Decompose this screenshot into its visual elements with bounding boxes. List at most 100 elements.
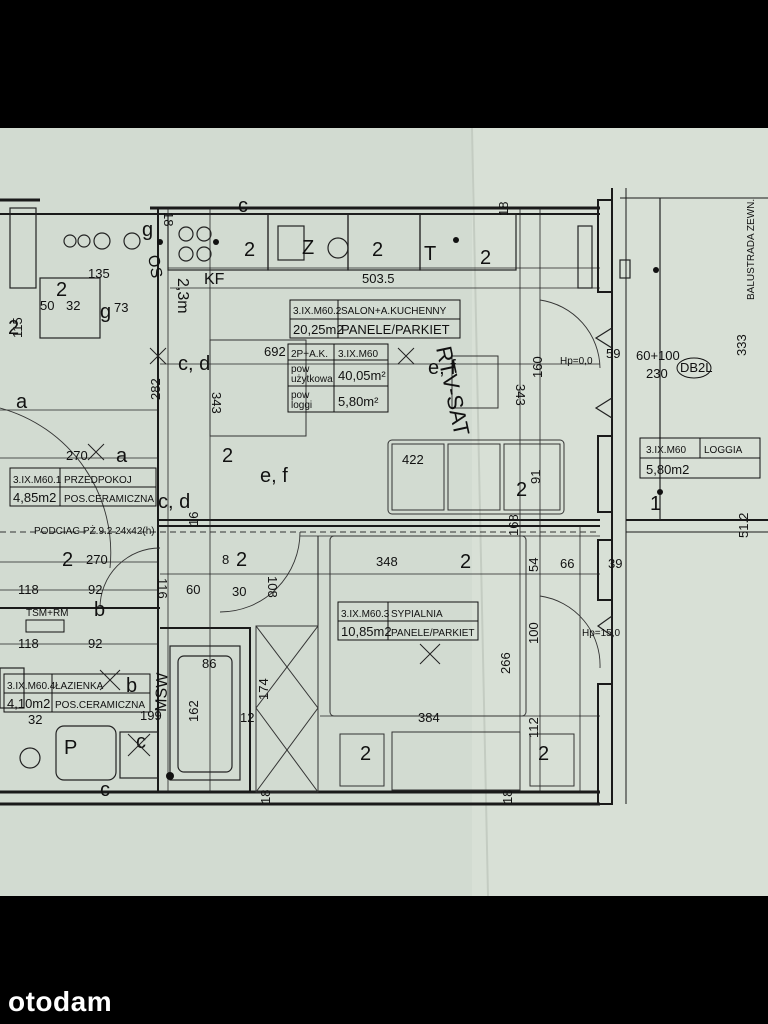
summary-pow-1: pow (291, 364, 310, 375)
dim-115: 115 (10, 317, 25, 338)
summary-code: 3.IX.M60 (338, 349, 378, 360)
summary-pow-value-1: 40,05m² (338, 368, 386, 383)
label-boxes (3, 299, 761, 713)
letter-b-mid: b (94, 599, 105, 621)
dim-86: 86 (202, 656, 216, 671)
lazienka-code: 3.IX.M60.4 (7, 681, 56, 692)
dim-174: 174 (256, 678, 271, 700)
dim-66: 66 (560, 556, 574, 571)
dim-39: 39 (608, 556, 622, 571)
dim-60: 60 (186, 582, 200, 597)
dim-422: 422 (402, 452, 424, 467)
num-2-k: 2 (360, 743, 371, 765)
dim-50: 50 (40, 298, 54, 313)
dimension-lines (0, 208, 600, 792)
dim-199: 199 (140, 708, 162, 723)
dim-266: 266 (498, 652, 513, 674)
dim-112: 112 (526, 717, 541, 738)
letter-c-bottom: c (100, 779, 110, 801)
dim-160: 160 (530, 356, 545, 378)
przedpokoj-area: 4,85m2 (13, 490, 56, 505)
przedpokoj-code: 3.IX.M60.1 (13, 475, 62, 486)
outlet-dots (157, 237, 663, 780)
sypialnia-floor: PANELE/PARKIET (391, 628, 475, 639)
dim-168: 168 (506, 514, 521, 536)
summary-type: 2P+A.K. (291, 349, 328, 360)
salon-name: SALON+A.KUCHENNY (341, 306, 447, 317)
hp0-label: Hp=0,0 (560, 356, 593, 367)
loggia-name: LOGGIA (704, 445, 743, 456)
dim-384: 384 (418, 710, 440, 725)
dim-333: 333 (734, 334, 749, 356)
dim-18-b: 18 (500, 790, 515, 804)
przedpokoj-name: PRZEDPOKOJ (64, 475, 132, 486)
letter-P: P (64, 737, 77, 759)
dim-118-b: 118 (18, 636, 39, 651)
balustrada-label: BALUSTRADA ZEWN. (746, 199, 757, 300)
num-2-h: 2 (62, 549, 73, 571)
windows (594, 198, 661, 638)
summary-pow-1b: użytkowa (291, 374, 333, 385)
dim-503: 503.5 (362, 271, 395, 286)
letter-1: 1 (650, 493, 661, 515)
letter-b-bath: b (126, 675, 137, 697)
salon-area: 20,25m2 (293, 322, 344, 337)
lazienka-floor: POS.CERAMICZNA (55, 700, 145, 711)
num-2-b: 2 (372, 239, 383, 261)
dim-343-left: 343 (209, 392, 224, 414)
lazienka-name: ŁAZIENKA (55, 681, 104, 692)
lazienka-area: 4,10m2 (7, 696, 50, 711)
dim-282: 282 (148, 378, 163, 400)
sypialnia-name: SYPIALNIA (391, 609, 443, 620)
dim-270-mid: 270 (86, 552, 108, 567)
dim-118-a: 118 (18, 582, 39, 597)
dim-270-top: 270 (66, 448, 88, 463)
dim-230: 230 (646, 366, 668, 381)
dim-73: 73 (114, 300, 128, 315)
dim-162: 162 (186, 700, 201, 722)
dim-116: 116 (155, 578, 170, 599)
loggia-code: 3.IX.M60 (646, 445, 686, 456)
summary-pow-2: pow (291, 390, 310, 401)
letter-c-top: c (238, 195, 248, 217)
msw-label: MSW (153, 672, 171, 713)
os-label: OS (144, 254, 165, 280)
sypialnia-code: 3.IX.M60.3 (341, 609, 390, 620)
loggia-area: 5,80m2 (646, 462, 689, 477)
height-label: 2,3m (174, 278, 191, 314)
dimension-numbers: 503.5 270 270 282 343 343 422 348 384 26… (10, 202, 751, 804)
dim-18-d: 18 (496, 202, 511, 216)
dim-16: 16 (186, 512, 201, 526)
brand-logo: otodam (8, 986, 113, 1017)
db2l-label: DB2L (680, 360, 713, 375)
num-2-g: 2 (516, 479, 527, 501)
dim-92-b: 92 (88, 636, 102, 651)
num-2-l: 2 (538, 743, 549, 765)
room-labels: 3.IX.M60.2 SALON+A.KUCHENNY 20,25m2 PANE… (7, 306, 743, 711)
letter-symbols: c g g a a c, d c, d e, f e, f b b c c T … (8, 195, 661, 801)
letter-a-left: a (16, 391, 28, 413)
letter-ef-mid: e, f (260, 465, 288, 487)
dim-135: 135 (88, 266, 110, 281)
summary-pow-2b: loggi (291, 400, 312, 411)
letter-T: T (424, 243, 436, 265)
salon-floor: PANELE/PARKIET (341, 322, 450, 337)
letter-g-left: g (100, 301, 111, 323)
num-2-c: 2 (480, 247, 491, 269)
dim-343-right: 343 (513, 384, 528, 406)
num-2-j: 2 (460, 551, 471, 573)
sypialnia-area: 10,85m2 (341, 624, 392, 639)
letter-ef-top: e, f (428, 357, 456, 379)
dim-18-c: 18 (161, 212, 176, 226)
num-2-d: 2 (56, 279, 67, 301)
letter-cd-mid: c, d (158, 491, 190, 513)
dim-18-a: 18 (258, 790, 273, 804)
dim-51-2: 51.2 (736, 513, 751, 538)
hp15-label: Hp=15,0 (582, 628, 621, 639)
podciag-label: PODCIAG PŻ.9.2 24x42(h) (34, 524, 155, 537)
letter-c-bath: c (136, 731, 146, 753)
dim-92-a: 92 (88, 582, 102, 597)
dim-12: 12 (240, 710, 254, 725)
dim-30: 30 (232, 584, 246, 599)
num-2-f: 2 (222, 445, 233, 467)
